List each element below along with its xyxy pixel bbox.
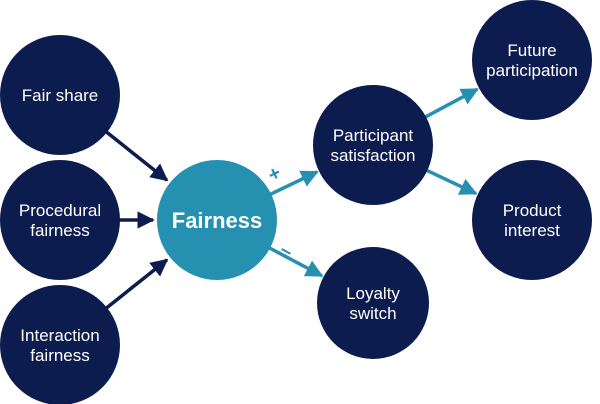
node-label-loyalty-switch: Loyalty <box>346 284 400 303</box>
node-label-procedural-fairness: Procedural <box>19 201 101 220</box>
edge-fairness-to-participant-satisfaction <box>264 170 319 199</box>
node-circle-interaction-fairness <box>0 285 120 404</box>
edge-interaction-fairness-to-fairness <box>101 258 169 313</box>
node-label-procedural-fairness: fairness <box>30 221 90 240</box>
node-circle-participant-satisfaction <box>313 85 433 205</box>
node-circle-procedural-fairness <box>0 160 120 280</box>
node-circle-loyalty-switch <box>317 247 429 359</box>
node-label-participant-satisfaction: satisfaction <box>330 146 415 165</box>
node-label-future-participation: participation <box>486 61 578 80</box>
node-label-future-participation: Future <box>507 41 556 60</box>
node-circle-fair-share <box>0 35 120 155</box>
node-label-fairness: Fairness <box>172 208 263 233</box>
node-circle-product-interest <box>472 160 592 280</box>
edge-fair-share-to-fairness <box>101 127 169 182</box>
node-circle-fairness <box>157 160 277 280</box>
edge-participant-satisfaction-to-product-interest <box>421 166 478 196</box>
node-label-interaction-fairness: fairness <box>30 346 90 365</box>
node-label-loyalty-switch: switch <box>349 304 396 323</box>
edge-fairness-to-loyalty-switch <box>263 243 324 278</box>
edge-participant-satisfaction-to-future-participation <box>419 87 479 122</box>
node-label-product-interest: Product <box>503 201 562 220</box>
node-fairness: Fairness <box>157 160 277 280</box>
positive-sign: + <box>265 162 285 187</box>
node-circle-future-participation <box>472 0 592 120</box>
node-label-interaction-fairness: Interaction <box>20 326 99 345</box>
node-label-participant-satisfaction: Participant <box>333 126 414 145</box>
node-label-fair-share: Fair share <box>22 86 99 105</box>
node-label-product-interest: interest <box>504 221 560 240</box>
node-fair-share: Fair share <box>0 35 120 155</box>
